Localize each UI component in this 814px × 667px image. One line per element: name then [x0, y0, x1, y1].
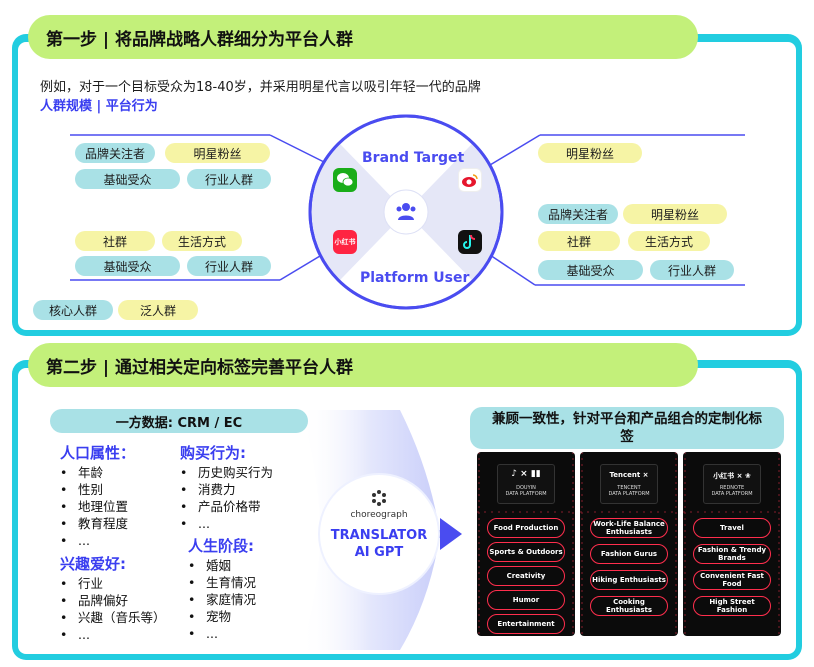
list-item: 行业: [60, 575, 166, 592]
demographics-list: 年龄 性别 地理位置 教育程度 ...: [60, 464, 128, 549]
life-stage-title: 人生阶段:: [188, 535, 254, 556]
tag-travel: Travel: [693, 518, 771, 538]
list-item: 宠物: [188, 608, 256, 625]
translator-line1: TRANSLATOR: [320, 527, 438, 544]
tag-creativity: Creativity: [487, 566, 565, 586]
rednote-card: 小红书 × ❀ REDNOTE DATA PLATFORM Travel Fas…: [683, 452, 781, 636]
list-item: 品牌偏好: [60, 592, 166, 609]
list-item: 性别: [60, 481, 128, 498]
list-item: 生育情况: [188, 574, 256, 591]
tag-fashion-gurus: Fashion Gurus: [590, 544, 668, 564]
card-sub: DOUYIN DATA PLATFORM: [498, 485, 554, 497]
list-item: ...: [60, 626, 166, 643]
first-party-data-bar: 一方数据: CRM / EC: [50, 409, 308, 433]
card-brand: ♪ × ▮▮: [498, 469, 554, 479]
douyin-data-platform-logo: ♪ × ▮▮ DOUYIN DATA PLATFORM: [497, 464, 555, 504]
list-item: ...: [180, 515, 273, 532]
list-item: 地理位置: [60, 498, 128, 515]
tag-fashion-trendy-brands: Fashion & Trendy Brands: [693, 544, 771, 564]
douyin-card: ♪ × ▮▮ DOUYIN DATA PLATFORM Food Product…: [477, 452, 575, 636]
tag-cooking-enthusiasts: Cooking Enthusiasts: [590, 596, 668, 616]
card-sub-line2: DATA PLATFORM: [601, 491, 657, 497]
list-item: 消费力: [180, 481, 273, 498]
card-sub: REDNOTE DATA PLATFORM: [704, 485, 760, 497]
list-item: ...: [188, 625, 256, 642]
list-item: ...: [60, 532, 128, 549]
list-item: 兴趣（音乐等）: [60, 609, 166, 626]
translator-circle: choreograph TRANSLATOR AI GPT: [320, 475, 438, 593]
demographics-title: 人口属性：: [60, 442, 135, 463]
list-item: 历史购买行为: [180, 464, 273, 481]
tencent-data-platform-logo: Tencent × TENCENT DATA PLATFORM: [600, 464, 658, 504]
purchase-list: 历史购买行为 消费力 产品价格带 ...: [180, 464, 273, 532]
tag-high-street-fashion: High Street Fashion: [693, 596, 771, 616]
translator-line2: AI GPT: [320, 544, 438, 561]
list-item: 年龄: [60, 464, 128, 481]
card-sub-line2: DATA PLATFORM: [704, 491, 760, 497]
choreograph-logo-icon: [370, 489, 388, 507]
rednote-data-platform-logo: 小红书 × ❀ REDNOTE DATA PLATFORM: [703, 464, 761, 504]
card-sub-line2: DATA PLATFORM: [498, 491, 554, 497]
list-item: 婚姻: [188, 557, 256, 574]
tag-food-production: Food Production: [487, 518, 565, 538]
tag-hiking-enthusiasts: Hiking Enthusiasts: [590, 570, 668, 590]
list-item: 产品价格带: [180, 498, 273, 515]
tag-entertainment: Entertainment: [487, 614, 565, 634]
interests-list: 行业 品牌偏好 兴趣（音乐等） ...: [60, 575, 166, 643]
choreograph-text: choreograph: [320, 510, 438, 520]
card-brand: Tencent ×: [601, 471, 657, 479]
list-item: 教育程度: [60, 515, 128, 532]
custom-tags-title: 兼顾一致性，针对平台和产品组合的定制化标签: [470, 407, 784, 449]
purchase-title: 购买行为:: [180, 442, 246, 463]
tencent-card: Tencent × TENCENT DATA PLATFORM Work-Lif…: [580, 452, 678, 636]
card-brand: 小红书 × ❀: [704, 471, 760, 481]
card-sub: TENCENT DATA PLATFORM: [601, 485, 657, 497]
life-stage-list: 婚姻 生育情况 家庭情况 宠物 ...: [188, 557, 256, 642]
tag-convenient-fast-food: Convenient Fast Food: [693, 570, 771, 590]
interests-title: 兴趣爱好:: [60, 553, 126, 574]
tag-sports-outdoors: Sports & Outdoors: [487, 542, 565, 562]
list-item: 家庭情况: [188, 591, 256, 608]
translator-title: TRANSLATOR AI GPT: [320, 527, 438, 561]
tag-humor: Humor: [487, 590, 565, 610]
custom-tags-title-text: 兼顾一致性，针对平台和产品组合的定制化标签: [492, 410, 762, 446]
tag-work-life-balance: Work-Life Balance Enthusiasts: [590, 518, 668, 538]
